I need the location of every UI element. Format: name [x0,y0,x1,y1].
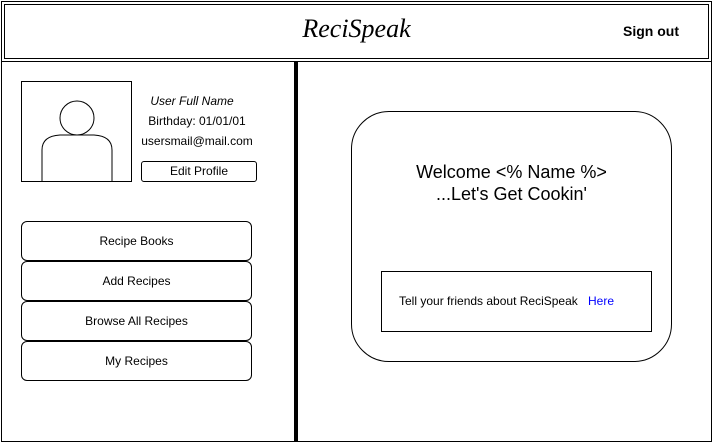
sign-out-button[interactable]: Sign out [623,23,679,39]
header-bar [1,1,712,62]
edit-profile-button[interactable]: Edit Profile [141,161,257,182]
avatar [21,81,132,182]
user-full-name: User Full Name [150,94,234,108]
welcome-tagline: ...Let's Get Cookin' [436,184,587,204]
header-inner-frame [4,4,709,59]
nav-recipe-books-button[interactable]: Recipe Books [21,221,252,261]
share-here-link[interactable]: Here [588,294,615,308]
nav-browse-all-recipes-button[interactable]: Browse All Recipes [21,301,252,341]
app-title: ReciSpeak [302,14,411,43]
user-email: usersmail@mail.com [141,134,253,148]
nav-my-recipes-button[interactable]: My Recipes [21,341,252,381]
user-silhouette-icon [41,100,113,181]
welcome-card [351,111,672,362]
nav-add-recipes-button[interactable]: Add Recipes [21,261,252,301]
user-birthday: Birthday: 01/01/01 [148,114,246,128]
welcome-greeting: Welcome <% Name %> [416,162,607,182]
panel-divider [294,62,298,442]
share-text: Tell your friends about ReciSpeak [399,294,578,308]
welcome-message: Welcome <% Name %> ...Let's Get Cookin' [351,161,672,205]
share-box [381,271,652,332]
content-frame [1,62,712,442]
